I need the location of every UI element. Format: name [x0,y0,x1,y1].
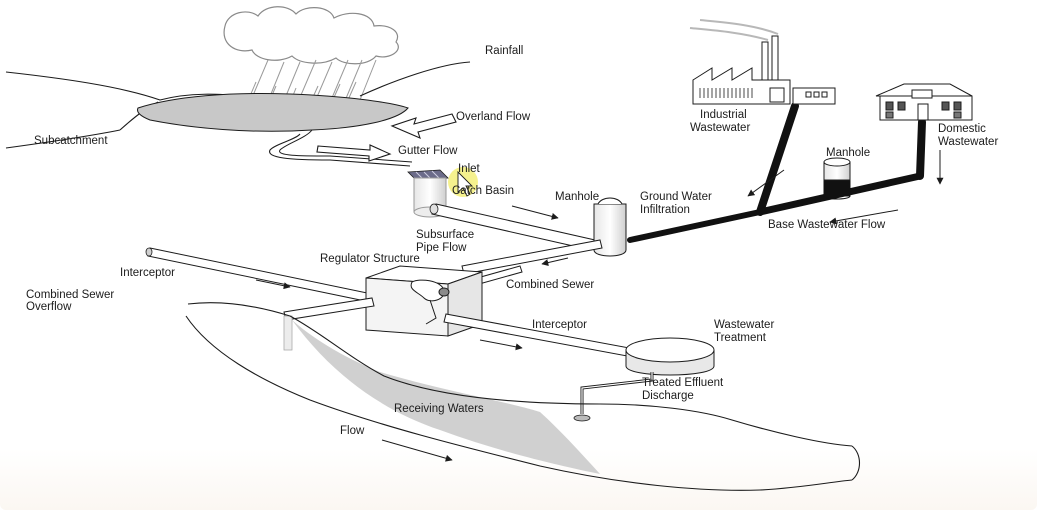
house-icon [876,84,972,120]
rain-cloud-icon [224,7,398,64]
label-base-wastewater-flow: Base Wastewater Flow [768,219,886,231]
label-inlet: Inlet [458,163,481,175]
outfall [574,415,590,421]
label-gutter-flow: Gutter Flow [398,145,458,157]
label-rainfall: Rainfall [485,45,523,57]
label-wastewater-treatment: Wastewater Treatment [714,319,778,344]
gutter-flow-arrow [317,145,390,161]
label-manhole-2: Manhole [826,147,870,159]
label-catch-basin: Catch Basin [452,185,514,197]
subcatchment-area [138,94,409,132]
receiving-waters [292,320,600,474]
wastewater-treatment-tank [626,338,714,375]
label-flow: Flow [340,425,365,437]
label-combined-sewer: Combined Sewer [506,279,594,291]
overflow-pipe [284,298,374,350]
label-treated-effluent-discharge: Treated Effluent Discharge [642,377,726,402]
label-combined-sewer-overflow: Combined Sewer Overflow [26,289,117,313]
manhole-2 [824,158,850,199]
label-receiving-waters: Receiving Waters [394,403,484,415]
label-domestic-wastewater: Domestic Wastewater [938,123,998,148]
label-interceptor-1: Interceptor [120,267,175,279]
overland-flow-arrow [392,114,456,138]
label-regulator-structure: Regulator Structure [320,253,420,265]
factory-icon [693,36,835,104]
label-ground-water: Ground Water Infiltration [640,191,715,216]
flow-arrow [382,440,452,460]
label-subcatchment: Subcatchment [34,135,108,147]
label-manhole-1: Manhole [555,191,599,203]
label-interceptor-2: Interceptor [532,319,587,331]
combined-sewer-pipe [462,240,602,274]
label-subsurface-pipe-flow: Subsurface Pipe Flow [416,229,477,254]
label-overland-flow: Overland Flow [456,111,531,123]
label-industrial-wastewater: Industrial Wastewater [690,109,750,134]
smoke [690,20,778,40]
